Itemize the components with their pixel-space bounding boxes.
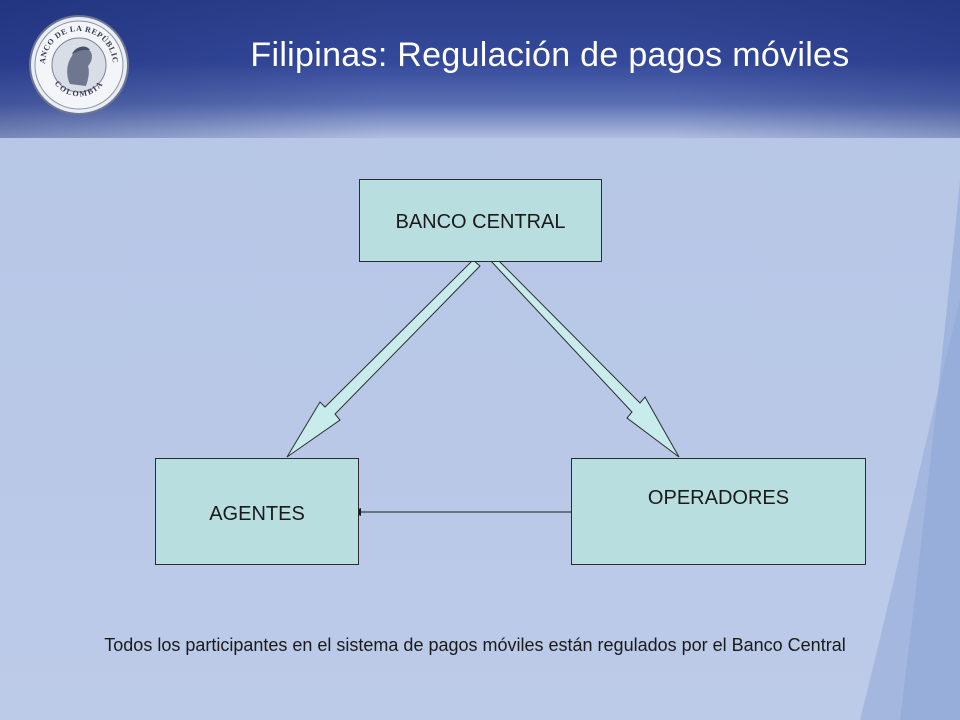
node-operadores-label: OPERADORES xyxy=(647,487,790,509)
arrow-banco-to-operadores xyxy=(489,257,680,458)
node-operadores: OPERADORES xyxy=(571,458,866,565)
seal-icon: BANCO DE LA REPÚBLICA COLOMBIA xyxy=(28,14,129,115)
node-agentes: AGENTES xyxy=(155,458,359,565)
slide-caption: Todos los participantes en el sistema de… xyxy=(104,635,846,655)
node-banco-central-label: BANCO CENTRAL xyxy=(395,211,566,233)
header-sheen xyxy=(0,0,960,138)
node-agentes-label: AGENTES xyxy=(209,503,305,525)
slide-title: Filipinas: Regulación de pagos móviles xyxy=(250,36,850,74)
header-band xyxy=(0,0,960,138)
node-banco-central: BANCO CENTRAL xyxy=(359,179,602,262)
arrow-banco-to-agentes xyxy=(286,259,481,458)
